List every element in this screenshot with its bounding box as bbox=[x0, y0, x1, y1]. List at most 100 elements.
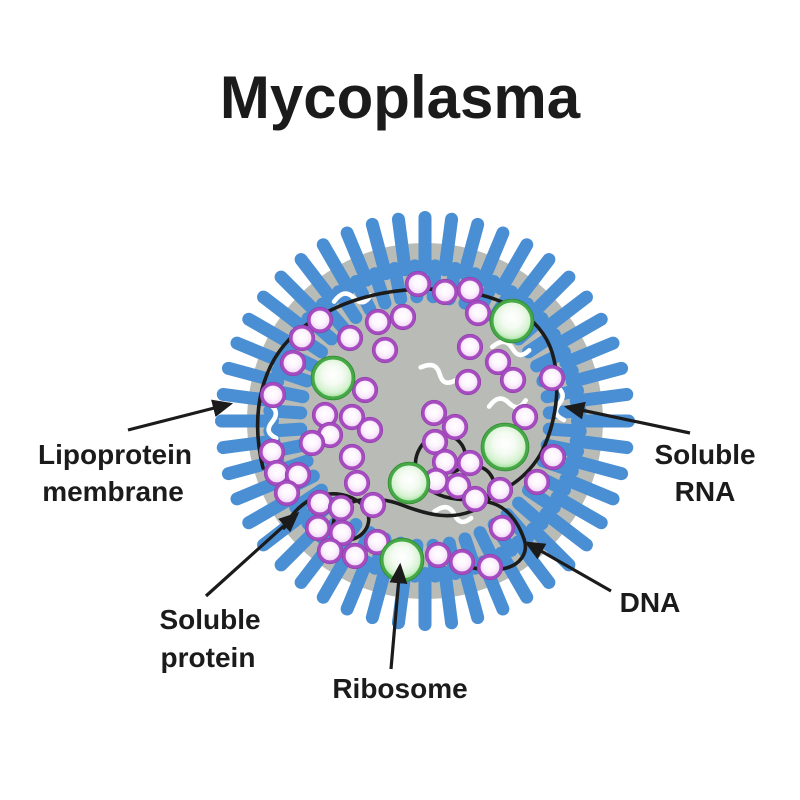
soluble-protein-dot bbox=[540, 444, 566, 470]
membrane-bristle-outer bbox=[418, 567, 432, 631]
label-lipoprotein-membrane-line1: Lipoprotein bbox=[38, 439, 192, 470]
annotation-arrows bbox=[127, 399, 691, 670]
soluble-protein-dot bbox=[477, 554, 503, 580]
membrane-bristle-inner bbox=[315, 297, 350, 334]
membrane-bristle-outer bbox=[340, 555, 374, 616]
soluble-protein-dot bbox=[328, 495, 354, 521]
soluble-protein-dot bbox=[421, 400, 447, 426]
soluble-protein-dot bbox=[307, 490, 333, 516]
ribosome-rim bbox=[387, 461, 431, 505]
membrane-bristle-outer bbox=[539, 290, 593, 335]
soluble-protein-dot bbox=[344, 470, 370, 496]
soluble-protein-dot bbox=[317, 538, 343, 564]
soluble-protein-dots bbox=[258, 270, 567, 581]
membrane-bristle-outer bbox=[550, 490, 608, 530]
ribosome-circles bbox=[310, 298, 535, 583]
diagram-title: Mycoplasma bbox=[220, 64, 581, 131]
soluble-protein-dot bbox=[445, 473, 471, 499]
membrane-bristle-outer bbox=[365, 217, 393, 281]
rna-squiggle bbox=[418, 362, 458, 386]
lipoprotein-membrane-arrow bbox=[127, 399, 234, 432]
soluble-protein-dot bbox=[455, 369, 481, 395]
membrane-bristle-inner bbox=[368, 267, 392, 310]
soluble-protein-dot bbox=[357, 417, 383, 443]
membrane-bristle-outer bbox=[438, 565, 459, 630]
soluble-protein-dot bbox=[457, 277, 483, 303]
membrane-bristle-outer bbox=[526, 522, 576, 572]
soluble-protein-dot bbox=[487, 477, 513, 503]
soluble-protein-dot bbox=[425, 542, 451, 568]
soluble-protein-dot bbox=[339, 404, 365, 430]
soluble-protein-dot bbox=[539, 365, 565, 391]
label-soluble-rna-line1: Soluble bbox=[654, 439, 755, 470]
soluble-protein-dot bbox=[405, 271, 431, 297]
membrane-bristle-outer bbox=[274, 270, 324, 320]
soluble-protein-dot bbox=[352, 377, 378, 403]
dna-arrow bbox=[524, 541, 612, 593]
membrane-bristle-outer bbox=[511, 535, 556, 589]
soluble-protein-dot bbox=[422, 429, 448, 455]
membrane-bristle-inner bbox=[530, 345, 571, 373]
membrane-bristle-inner bbox=[388, 261, 408, 306]
ribosome-rim bbox=[489, 298, 535, 344]
soluble-protein-dot bbox=[449, 549, 475, 575]
soluble-protein-dot bbox=[489, 515, 515, 541]
membrane-bristle-inner bbox=[512, 496, 549, 531]
membrane-bristle-outer bbox=[457, 217, 485, 281]
soluble-protein-dot bbox=[462, 486, 488, 512]
soluble-protein-dot bbox=[512, 404, 538, 430]
soluble-protein-dot bbox=[372, 337, 398, 363]
label-soluble-rna-line2: RNA bbox=[675, 476, 736, 507]
membrane-bristle-outer bbox=[550, 312, 608, 352]
soluble-protein-dot bbox=[280, 350, 306, 376]
soluble-protein-dot bbox=[390, 304, 416, 330]
soluble-protein-dot bbox=[365, 309, 391, 335]
ribosome-circle bbox=[311, 356, 355, 400]
membrane-bristle-outer bbox=[365, 561, 393, 625]
soluble-protein-dot bbox=[485, 349, 511, 375]
ribosome-rim bbox=[310, 355, 356, 401]
membrane-bristle-outer bbox=[438, 212, 459, 277]
soluble-protein-dot bbox=[457, 334, 483, 360]
membrane-bristle-outer bbox=[391, 212, 412, 277]
membrane-bristle-outer bbox=[539, 507, 593, 552]
membrane-bristle-outer bbox=[340, 226, 374, 287]
rna-squiggle bbox=[331, 291, 373, 305]
label-soluble-protein-line2: protein bbox=[161, 642, 256, 673]
soluble-protein-dot bbox=[342, 543, 368, 569]
soluble-protein-dot bbox=[289, 325, 315, 351]
membrane-bristle-outer bbox=[559, 472, 620, 506]
label-soluble-protein-line1: Soluble bbox=[159, 604, 260, 635]
membrane-bristle-outer bbox=[494, 238, 534, 296]
membrane-bristle-outer bbox=[215, 414, 279, 428]
rna-squiggle bbox=[489, 339, 532, 358]
membrane-bristle-outer bbox=[294, 253, 339, 307]
label-lipoprotein-membrane-line2: membrane bbox=[42, 476, 184, 507]
soluble-protein-dot bbox=[274, 480, 300, 506]
membrane-bristle-inner bbox=[522, 328, 561, 359]
soluble-protein-dot bbox=[305, 515, 331, 541]
membrane-bristle-outer bbox=[316, 238, 356, 296]
membrane-bristle-outer bbox=[494, 546, 534, 604]
membrane-bristle-outer bbox=[230, 336, 291, 370]
membrane-bristle-outer bbox=[511, 253, 556, 307]
ribosome-circle bbox=[380, 538, 424, 582]
soluble-protein-dot bbox=[364, 529, 390, 555]
soluble-protein-dot bbox=[442, 414, 468, 440]
soluble-protein-dot bbox=[465, 300, 491, 326]
soluble-protein-dot bbox=[329, 520, 355, 546]
soluble-protein-dot bbox=[299, 430, 325, 456]
membrane-bristle-outer bbox=[565, 361, 629, 389]
soluble-protein-dot bbox=[339, 444, 365, 470]
ribosome-circle bbox=[481, 423, 529, 471]
membrane-bristle-outer bbox=[565, 453, 629, 481]
soluble-protein-dot bbox=[432, 279, 458, 305]
ribosome-circle bbox=[490, 299, 534, 343]
membrane-bristle-outer bbox=[216, 434, 281, 455]
membrane-bristle-outer bbox=[526, 270, 576, 320]
label-ribosome: Ribosome bbox=[332, 673, 467, 704]
membrane-bristle-outer bbox=[569, 434, 634, 455]
soluble-protein-dot bbox=[457, 450, 483, 476]
soluble-protein-dot bbox=[500, 367, 526, 393]
